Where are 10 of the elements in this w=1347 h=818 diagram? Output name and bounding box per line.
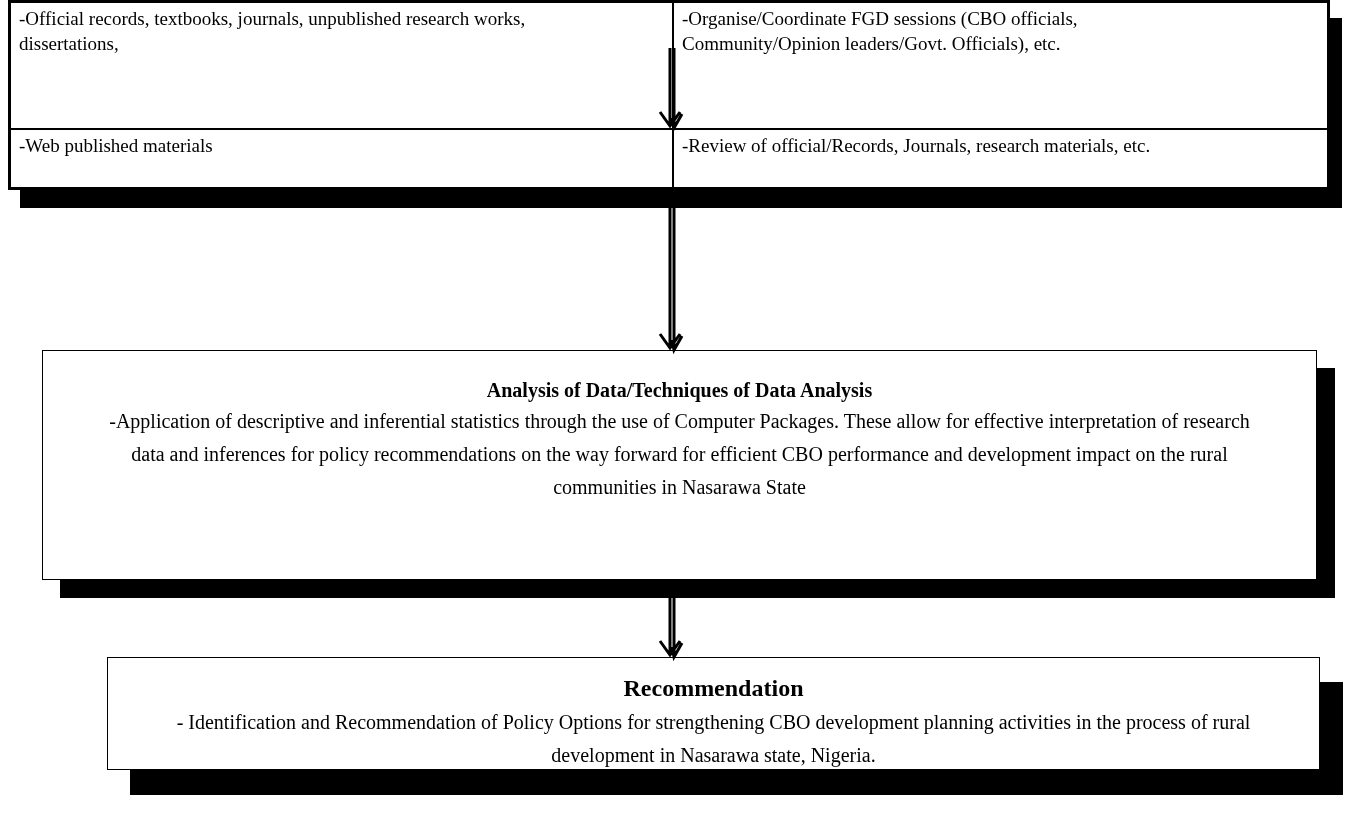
box-text: -Review of official/Records, Journals, research materials, etc. xyxy=(682,134,1152,158)
box-text: -Application of descriptive and inferential statistics through the use of Computer Packages. These allow for effective interpretation of research data and inferences for policy recommendations on the way forward for efficient CBO performance and development impact on the rural communities in Nasarawa State xyxy=(108,409,1251,500)
arrow xyxy=(658,46,684,133)
box-heading: Recommendation xyxy=(622,674,805,703)
box-text: -Organise/Coordinate FGD sessions (CBO officials, Community/Opinion leaders/Govt. Officials), etc. xyxy=(682,7,1079,56)
box-text: - Identification and Recommendation of Policy Options for strengthening CBO development planning activities in the process of rural development in Nasarawa state, Nigeria. xyxy=(175,710,1252,769)
box-heading: Analysis of Data/Techniques of Data Analysis xyxy=(485,378,874,404)
table-cell xyxy=(11,3,674,130)
box-text: -Web published materials xyxy=(19,134,214,158)
box-text: -Official records, textbooks, journals, unpublished research works, dissertations, xyxy=(19,7,527,56)
